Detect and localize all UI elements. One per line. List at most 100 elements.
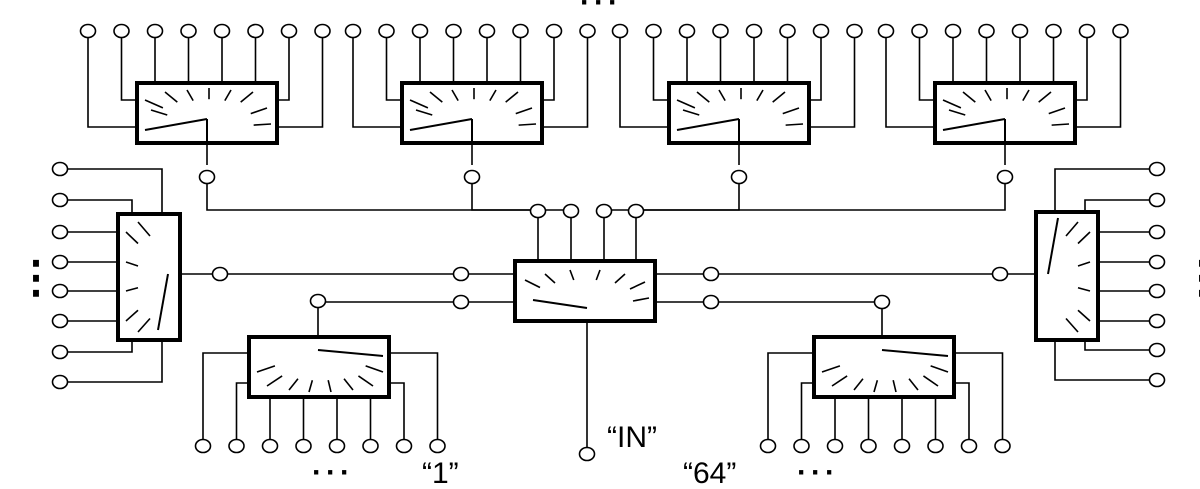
bottom-switch-2-spoke xyxy=(922,375,939,387)
top-switch-4-output-wire xyxy=(1075,37,1122,128)
left-switch-spoke xyxy=(137,317,151,333)
left-link-terminal xyxy=(211,266,229,282)
bottom-switch-1-spoke xyxy=(308,380,314,393)
top-switch-4-spoke xyxy=(962,91,976,103)
switches-layer xyxy=(116,81,1100,399)
right-link-terminal xyxy=(991,266,1009,282)
top-switch-3-spoke xyxy=(682,109,700,116)
top-switch-4-output-wire xyxy=(885,37,935,128)
left-switch-output-terminal xyxy=(51,254,69,270)
top-switch-1-spoke xyxy=(240,91,254,103)
bottom-switch-2-spoke xyxy=(930,365,949,373)
bottom-switch-2-spoke xyxy=(873,380,879,393)
central-switch-spoke xyxy=(632,297,650,302)
top-switch-2-spoke xyxy=(409,99,429,109)
bottom-switch-1-output-terminal xyxy=(395,438,413,454)
left-switch-spoke xyxy=(137,221,151,237)
top-switch-3-arm xyxy=(676,118,740,131)
left-switch-output-terminal xyxy=(51,161,69,177)
top-switch-3-spoke xyxy=(718,89,726,102)
right-switch-spoke xyxy=(1077,261,1091,267)
bottom-switch-2-output-terminal xyxy=(893,438,911,454)
top-switch-1-arm xyxy=(144,118,208,131)
top-switch-3-output-wire xyxy=(809,37,856,128)
right-switch-output-terminal xyxy=(1148,161,1166,177)
top-switch-1-output-terminal xyxy=(113,23,130,39)
central-switch-arm xyxy=(532,299,588,309)
central-right-terminal xyxy=(702,266,720,282)
right-switch-spoke xyxy=(1077,286,1091,292)
input-terminal xyxy=(578,446,596,462)
top-switch-3-spoke xyxy=(772,91,786,103)
top-switch-1-output-terminal xyxy=(146,23,164,39)
bottom-switch-1-spoke xyxy=(266,375,283,387)
top-switch-2-output-wire xyxy=(385,37,402,101)
top-switch-4-output-terminal xyxy=(978,23,995,39)
central-switch-output-terminal xyxy=(529,203,547,219)
top-switch-4-spoke xyxy=(984,89,992,102)
bottom-switch-1-spoke xyxy=(357,375,374,387)
left-switch-output-wire xyxy=(68,199,133,214)
bottom-switch-2-output-terminal xyxy=(759,438,777,454)
top-switch-1-output-wire xyxy=(87,37,137,128)
top-switch-2-output-terminal xyxy=(445,23,462,39)
bottom-switch-2-output-terminal xyxy=(960,438,978,454)
top-switch-3-output-terminal xyxy=(645,23,662,39)
top-switch-1-output-terminal xyxy=(213,23,231,39)
top-switch-4-output-wire xyxy=(1075,37,1088,101)
left-switch-output-wire xyxy=(68,168,163,214)
top-switch-4-bus xyxy=(635,183,1006,211)
top-switch-2-output-terminal xyxy=(478,23,496,39)
wires-layer xyxy=(68,37,1149,448)
right-switch-output-terminal xyxy=(1148,342,1166,358)
top-switch-2-input-terminal xyxy=(463,169,481,185)
top-switch-2-spoke xyxy=(451,89,459,102)
top-switch-3-output-terminal xyxy=(745,23,763,39)
right-switch-output-terminal xyxy=(1148,192,1166,208)
right-ellipsis: ⋮ xyxy=(1180,253,1200,302)
right-switch-output-terminal xyxy=(1148,224,1166,240)
central-switch-output-terminal xyxy=(595,203,613,219)
top-switch-2-spoke xyxy=(489,89,497,102)
central-switch-output-terminal xyxy=(562,203,580,219)
bottom-right-input-terminal xyxy=(873,294,891,310)
top-switch-2-output-terminal xyxy=(411,23,429,39)
left-switch-output-terminal xyxy=(51,283,69,299)
bottom-switch-2-spoke xyxy=(831,375,848,387)
top-switch-1-spoke xyxy=(186,89,194,102)
right-switch-spoke xyxy=(1077,231,1091,245)
bottom-switch-2-spoke xyxy=(821,365,841,373)
left-ellipsis: ⋮ xyxy=(14,253,62,302)
top-switch-4-spoke xyxy=(1038,91,1052,103)
top-switch-3-spoke xyxy=(676,99,696,109)
top-switch-4-output-terminal xyxy=(1112,23,1129,39)
output-1-label: “1” xyxy=(422,457,459,489)
top-switch-2-spoke xyxy=(429,91,443,103)
bottom-switch-1-spoke xyxy=(365,365,384,373)
top-switch-4-output-terminal xyxy=(911,23,928,39)
central-switch-output-terminal xyxy=(627,203,645,219)
bottom-switch-1-spoke xyxy=(343,378,354,391)
bottom-switch-1-output-terminal xyxy=(295,438,312,454)
bottom-switch-1-output-terminal xyxy=(328,438,346,454)
top-switch-1-spoke xyxy=(164,91,178,103)
top-switch-3-output-terminal xyxy=(812,23,830,39)
top-switch-4-spoke xyxy=(948,109,966,116)
top-switch-1-spoke xyxy=(253,123,272,126)
top-ellipsis: ··· xyxy=(580,0,622,19)
top-switch-3-output-terminal xyxy=(611,23,629,39)
top-switch-3-spoke xyxy=(696,91,710,103)
central-switch xyxy=(513,259,657,323)
bottom-switch-2-output-wire xyxy=(954,382,970,440)
right-switch-arm xyxy=(1047,217,1059,275)
right-switch-spoke xyxy=(1065,317,1079,333)
bottom-switch-1-output-terminal xyxy=(194,438,212,454)
bottom-switch-2-arm xyxy=(881,349,949,357)
top-switch-3-output-wire xyxy=(619,37,669,128)
bottom-switch-2-spoke xyxy=(908,378,919,391)
top-switch-2-output-terminal xyxy=(512,23,529,39)
bottom-right-ellipsis: ··· xyxy=(797,456,839,489)
top-switch-1-output-terminal xyxy=(280,23,298,39)
top-switch-4-output-terminal xyxy=(1045,23,1062,39)
bottom-switch-2-output-terminal xyxy=(927,438,944,454)
